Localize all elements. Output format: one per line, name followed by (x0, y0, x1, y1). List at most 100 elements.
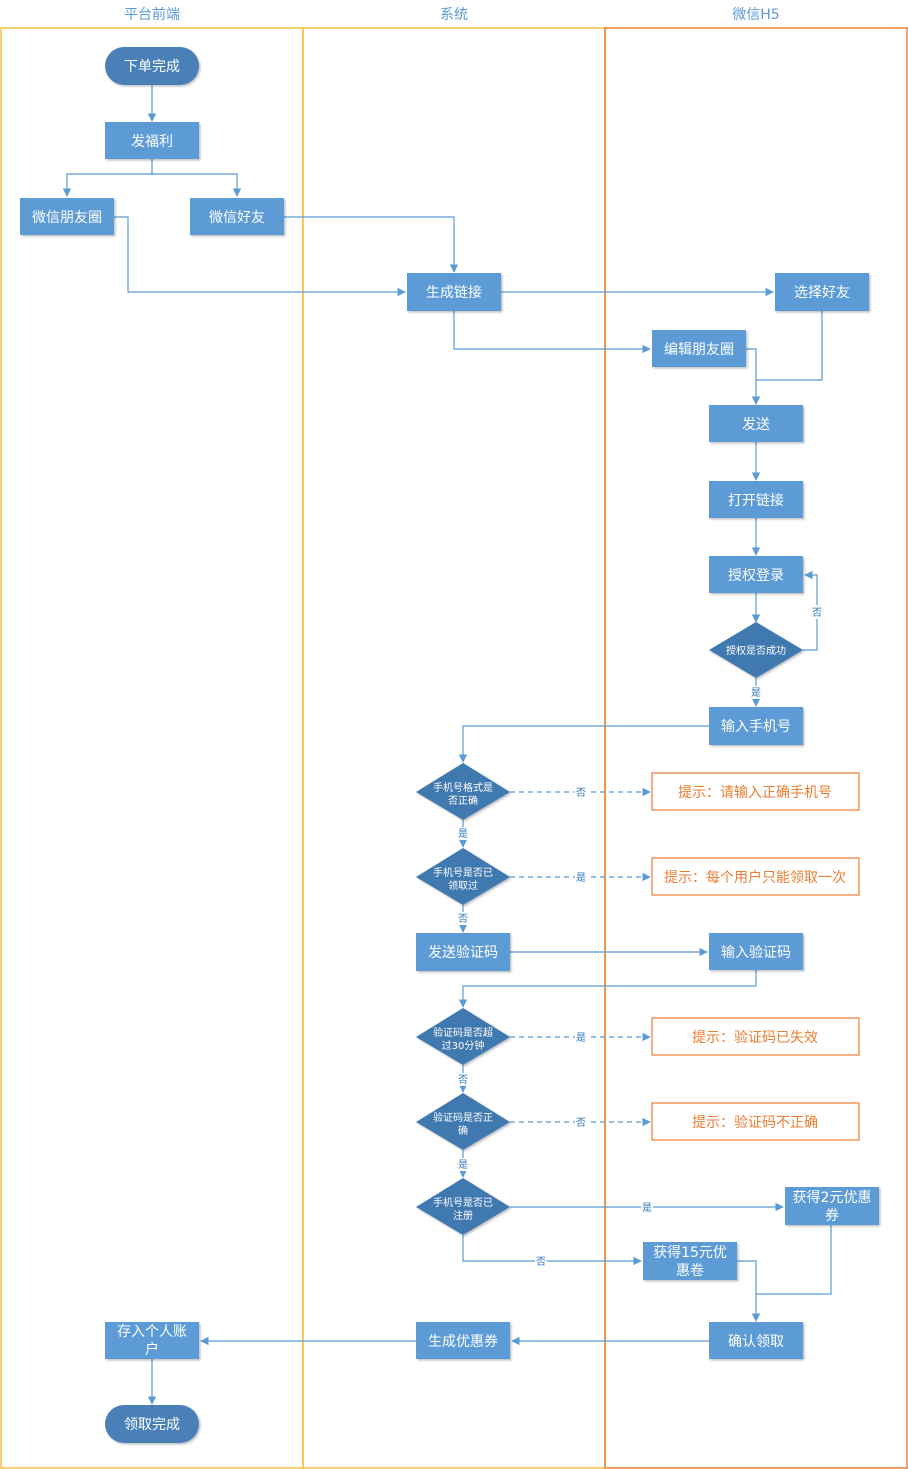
lane-platform-frontend (0, 27, 304, 1469)
process-confirm: 确认领取 (709, 1322, 803, 1359)
node-label-hy: 微信好友 (209, 210, 265, 226)
tip-label-once: 提示：每个用户只能领取一次 (664, 869, 846, 886)
tip-wrong: 提示：验证码不正确 (651, 1102, 860, 1141)
node-label-confirm: 确认领取 (728, 1334, 784, 1350)
edge-label-got-yes: 是 (576, 872, 586, 884)
decision-label-code-ok-line2: 确 (458, 1124, 468, 1137)
node-label-send-code: 发送验证码 (428, 945, 498, 961)
process-got-2: 获得2元优惠 券 (785, 1187, 879, 1225)
decision-label-phone-registered-line1: 手机号是否已 (433, 1196, 493, 1209)
process-auth: 授权登录 (709, 556, 803, 593)
swimlanes: 平台前端 系统 微信H5 (0, 6, 908, 1469)
edge-edit-send (746, 348, 761, 405)
edge-label-codeok-no: 否 (576, 1117, 586, 1129)
node-label-open-link: 打开链接 (728, 492, 784, 509)
edge-2-confirm (756, 1225, 832, 1295)
process-open-link: 打开链接 (709, 481, 803, 518)
process-send: 发送 (709, 405, 803, 442)
edge-input-expire (458, 970, 757, 1008)
edge-pyq-genlink (114, 216, 406, 297)
tip-expired: 提示：验证码已失效 (651, 1017, 860, 1056)
tip-label-expired: 提示：验证码已失效 (692, 1030, 818, 1046)
edge-label-auth-yes: 是 (751, 687, 761, 699)
decision-label-phone-got-line1: 手机号是否已 (433, 866, 493, 879)
node-label-input-phone: 输入手机号 (721, 719, 791, 735)
edge-choose-send (756, 311, 823, 381)
decision-label-code-expire-line1: 验证码是否超 (433, 1026, 493, 1039)
node-label-pyq: 微信朋友圈 (32, 210, 102, 226)
tip-once: 提示：每个用户只能领取一次 (651, 857, 860, 896)
edge-label-reg-no: 否 (536, 1256, 546, 1268)
decision-label-auth-ok: 授权是否成功 (726, 644, 786, 657)
edge-label-expire-yes: 是 (576, 1032, 586, 1044)
decision-phone-format: 手机号格式是 否正确 (416, 763, 510, 820)
process-pyq: 微信朋友圈 (20, 198, 114, 235)
tip-label-wrong: 提示：验证码不正确 (692, 1115, 818, 1131)
edge-label-auth-no: 否 (812, 607, 822, 619)
lane-title-platform: 平台前端 (124, 6, 180, 23)
tip-phone: 提示：请输入正确手机号 (651, 772, 860, 811)
edge-label-reg-yes: 是 (642, 1202, 652, 1214)
edge-genlink-edit (453, 311, 651, 354)
process-input-code: 输入验证码 (709, 933, 803, 970)
tip-label-phone: 提示：请输入正确手机号 (678, 785, 832, 801)
edge-fafuli-hy (152, 173, 242, 197)
node-label-edit-pyq: 编辑朋友圈 (664, 342, 734, 358)
node-label-got-15-line2: 惠卷 (676, 1263, 704, 1279)
lane-wechat-h5 (604, 27, 908, 1469)
process-send-code: 发送验证码 (416, 933, 510, 971)
node-label-choose-friend: 选择好友 (794, 285, 850, 301)
edge-phone-fmt (458, 725, 709, 763)
node-label-gen-link: 生成链接 (426, 284, 482, 301)
node-label-gen-coupon: 生成优惠券 (428, 1334, 498, 1350)
lane-title-wechat: 微信H5 (732, 7, 779, 23)
process-hy: 微信好友 (190, 198, 284, 235)
process-gen-coupon: 生成优惠券 (416, 1322, 510, 1359)
edge-fafuli-pyq (62, 159, 153, 197)
process-edit-pyq: 编辑朋友圈 (652, 330, 746, 367)
decision-label-code-expire-line2: 过30分钟 (442, 1039, 485, 1052)
decision-code-expire: 验证码是否超 过30分钟 (416, 1008, 510, 1065)
node-label-got-15-line1: 获得15元优 (653, 1244, 727, 1261)
node-label-got-2-line2: 券 (825, 1208, 839, 1224)
node-label-fafuli: 发福利 (131, 134, 173, 150)
nodes: 下单完成 领取完成 发福利 微信朋友圈 微信好友 生成链接 选择好友 (20, 47, 879, 1443)
process-fafuli: 发福利 (105, 122, 199, 159)
process-save-account: 存入个人账 户 (105, 1322, 199, 1359)
node-label-end: 领取完成 (124, 1417, 180, 1433)
decision-code-ok: 验证码是否正 确 (416, 1093, 510, 1150)
node-label-auth: 授权登录 (728, 568, 784, 584)
node-label-send: 发送 (742, 417, 770, 433)
decision-label-phone-format-line1: 手机号格式是 (433, 781, 493, 794)
node-label-got-2-line1: 获得2元优惠 (793, 1189, 872, 1206)
decision-phone-registered: 手机号是否已 注册 (416, 1178, 510, 1235)
terminal-start: 下单完成 (105, 47, 199, 85)
edge-label-fmt-no: 否 (576, 787, 586, 799)
decision-label-phone-got-line2: 领取过 (448, 879, 478, 892)
node-label-save-account-line1: 存入个人账 (117, 1324, 187, 1340)
decision-label-phone-format-line2: 否正确 (448, 794, 478, 807)
decision-phone-got: 手机号是否已 领取过 (416, 848, 510, 905)
node-label-input-code: 输入验证码 (721, 945, 791, 961)
process-gen-link: 生成链接 (407, 273, 501, 311)
edge-hy-genlink (284, 216, 459, 273)
decision-label-phone-registered-line2: 注册 (453, 1209, 473, 1222)
node-label-save-account-line2: 户 (145, 1341, 159, 1358)
process-got-15: 获得15元优 惠卷 (643, 1242, 737, 1280)
decision-auth-ok: 授权是否成功 (709, 622, 803, 678)
decision-label-code-ok-line1: 验证码是否正 (433, 1111, 493, 1124)
process-choose-friend: 选择好友 (775, 273, 869, 311)
edge-label-fmt-yes: 是 (458, 828, 468, 840)
edge-15-confirm (737, 1260, 761, 1322)
edge-labels: 否 是 否 是 是 否 是 否 否 是 是 否 (457, 605, 823, 1268)
lane-title-system: 系统 (440, 7, 468, 23)
edge-label-expire-no: 否 (458, 1074, 468, 1086)
edge-label-codeok-yes: 是 (458, 1159, 468, 1171)
process-input-phone: 输入手机号 (709, 707, 803, 745)
terminal-end: 领取完成 (105, 1405, 199, 1443)
node-label-start: 下单完成 (124, 59, 180, 75)
edge-label-got-no: 否 (458, 913, 468, 925)
edge-reg-15yuan (462, 1235, 642, 1266)
